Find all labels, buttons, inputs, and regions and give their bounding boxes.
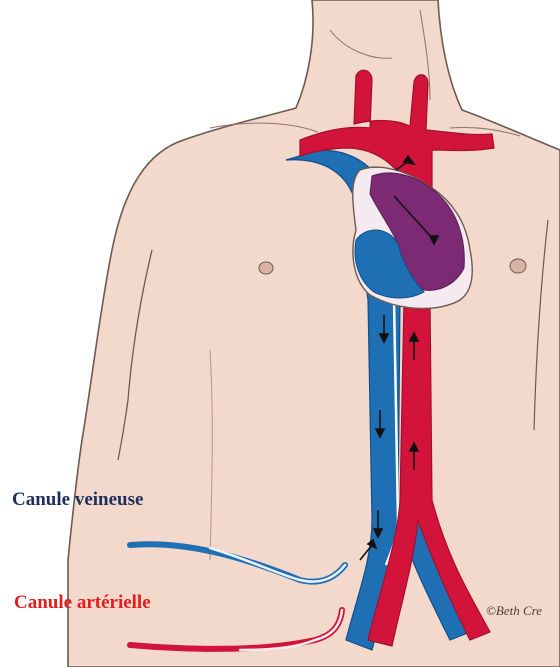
left-nipple <box>259 262 273 274</box>
venous-cannula-label: Canule veineuse <box>12 489 143 511</box>
artist-credit: ©Beth Cre <box>486 603 542 619</box>
arterial-cannula-label: Canule artérielle <box>14 592 151 614</box>
torso-silhouette <box>68 0 560 667</box>
right-nipple <box>510 259 526 273</box>
